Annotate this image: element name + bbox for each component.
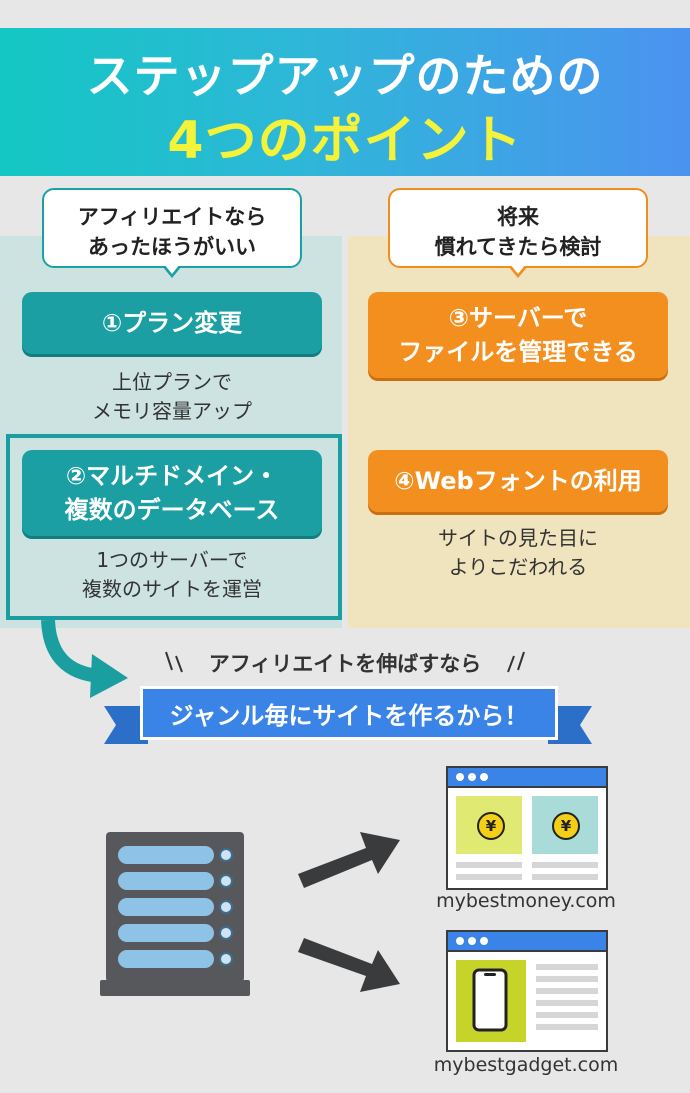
title-line-1: ステップアップのための <box>86 49 604 103</box>
header-banner <box>0 28 690 176</box>
point-4-title: ④Webフォントの利用 <box>394 467 642 495</box>
ribbon-left-end <box>104 706 148 744</box>
point-3-title-line-1: ③サーバーで <box>448 304 588 332</box>
point-2-title-line-1: ②マルチドメイン・ <box>65 462 279 490</box>
spark-right-icon <box>507 651 525 673</box>
yen-symbol: ¥ <box>560 817 572 835</box>
server-icon <box>100 832 250 996</box>
point-3-file-management: ③サーバーで ファイルを管理できる <box>368 292 668 378</box>
yen-symbol: ¥ <box>485 817 497 835</box>
point-2-description: 1つのサーバーで 複数のサイトを運営 <box>22 546 322 604</box>
ribbon-right-end <box>548 706 592 744</box>
banner-text: ジャンル毎にサイトを作るから！ <box>169 701 529 730</box>
point-1-desc-line-1: 上位プランで <box>112 370 232 394</box>
spark-left-icon <box>165 651 183 673</box>
left-category-bubble: アフィリエイトなら あったほうがいい <box>42 188 302 268</box>
left-bubble-tail-inner <box>164 264 180 274</box>
site-2-domain: mybestgadget.com <box>433 1054 619 1076</box>
right-bubble-line-2: 慣れてきたら検討 <box>434 235 602 259</box>
right-bubble-tail-inner <box>510 264 526 274</box>
point-2-desc-line-1: 1つのサーバーで <box>96 548 248 572</box>
point-4-desc-line-1: サイトの見た目に <box>438 526 598 550</box>
arrow-up-right-icon <box>298 832 400 888</box>
point-1-desc-line-2: メモリ容量アップ <box>92 399 252 423</box>
left-bubble-line-2: あったほうがいい <box>88 235 256 259</box>
arrow-down-right-icon <box>298 938 400 992</box>
point-2-highlight-frame <box>6 434 342 620</box>
point-4-desc-line-2: よりこだわれる <box>448 555 588 579</box>
site-1-domain: mybestmoney.com <box>436 890 616 912</box>
subheading: アフィリエイトを伸ばすなら <box>208 652 482 676</box>
smartphone-icon <box>472 968 508 1032</box>
point-2-title-line-2: 複数のデータベース <box>64 496 280 524</box>
point-3-title-line-2: ファイルを管理できる <box>398 338 638 366</box>
yen-coin-icon: ¥ <box>477 812 505 840</box>
right-bubble-line-1: 将来 <box>497 205 539 229</box>
point-4-web-font: ④Webフォントの利用 <box>368 450 668 512</box>
point-2-desc-line-2: 複数のサイトを運営 <box>82 577 262 601</box>
point-1-plan-change: ①プラン変更 <box>22 292 322 354</box>
left-bubble-line-1: アフィリエイトなら <box>77 205 267 229</box>
point-1-title: ①プラン変更 <box>101 309 243 337</box>
right-category-bubble: 将来 慣れてきたら検討 <box>388 188 648 268</box>
ribbon-banner: ジャンル毎にサイトを作るから！ <box>140 686 558 740</box>
point-4-description: サイトの見た目に よりこだわれる <box>368 524 668 582</box>
curved-arrow-icon <box>41 619 128 698</box>
website-money-illustration <box>446 766 608 890</box>
yen-coin-icon: ¥ <box>552 812 580 840</box>
title-line-2: 4つのポイント <box>167 111 523 171</box>
website-gadget-illustration <box>446 930 608 1052</box>
point-2-multi-domain: ②マルチドメイン・ 複数のデータベース <box>22 450 322 536</box>
point-1-description: 上位プランで メモリ容量アップ <box>22 368 322 426</box>
